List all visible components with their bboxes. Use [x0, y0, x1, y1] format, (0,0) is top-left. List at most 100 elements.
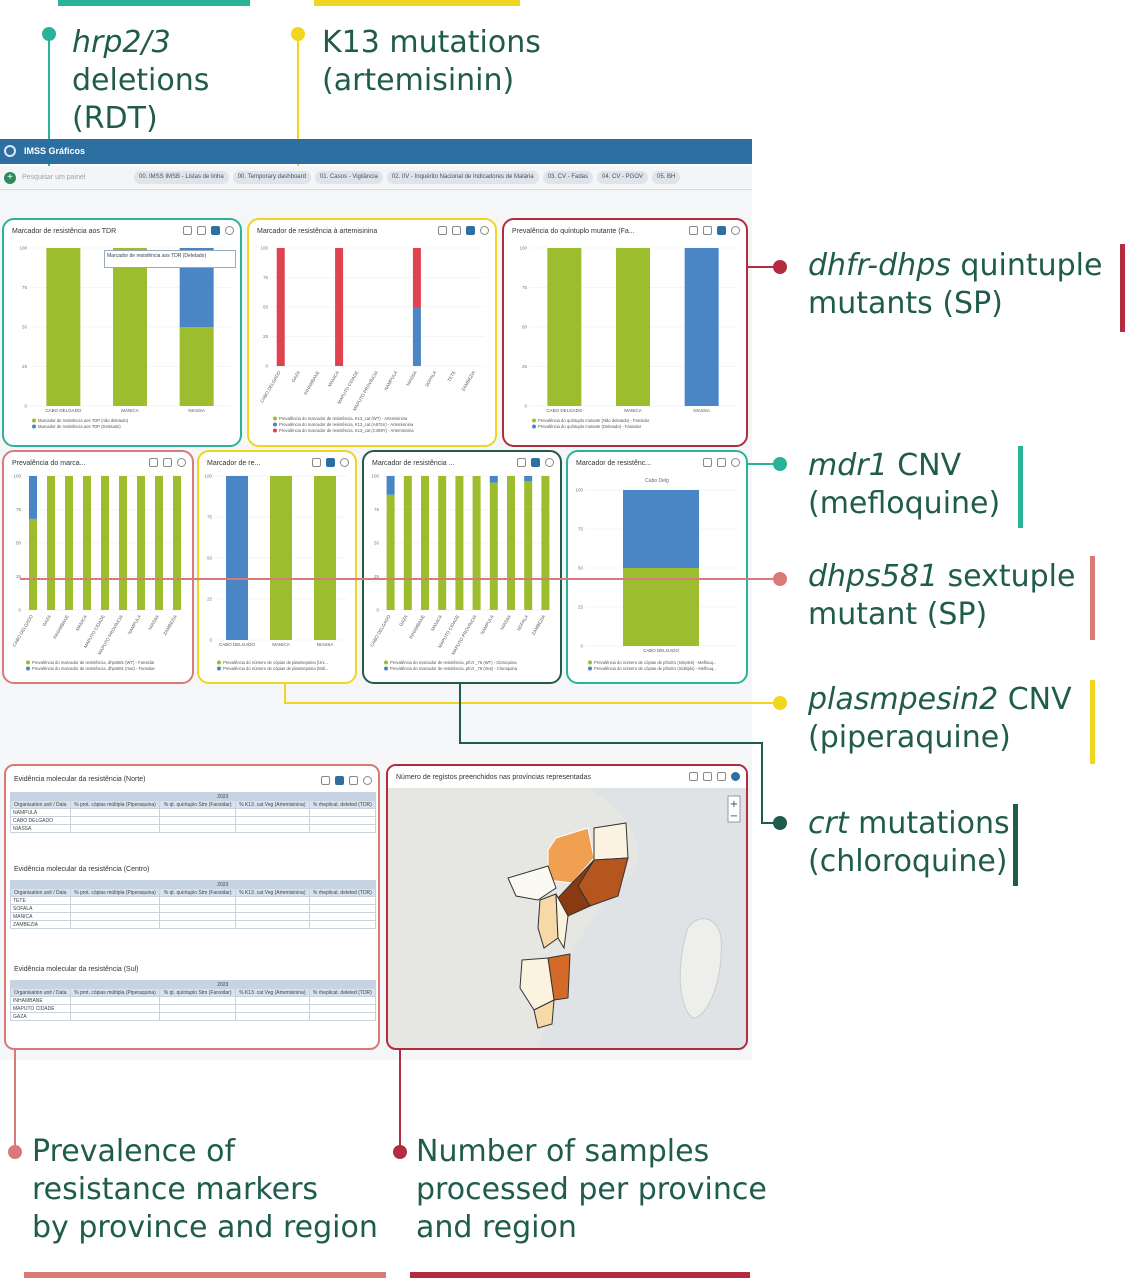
column-header[interactable]: % prot. cópias múltipla (Piperaquina)	[69, 800, 161, 809]
table-icon[interactable]	[452, 226, 461, 235]
cell	[308, 912, 377, 921]
dashboard-chip[interactable]: 05. BH	[652, 171, 681, 184]
comment-icon[interactable]	[517, 458, 526, 467]
x-tick-label: NIASSA	[693, 408, 710, 413]
y-tick-label: 75	[263, 275, 269, 280]
table-icon[interactable]	[717, 458, 726, 467]
x-tick-label: MAPUTO CIDADE	[336, 370, 359, 405]
column-header[interactable]: % qt. quíntuplo Stm (Fansidar)	[159, 888, 236, 897]
x-tick-label: GAZA	[41, 614, 51, 627]
map-ocean	[538, 788, 746, 1048]
column-header[interactable]: % qt. quíntuplo Stm (Fansidar)	[159, 988, 236, 997]
x-tick-label: CABO DELGADO	[643, 648, 680, 653]
dashboard-chip[interactable]: 04. CV - PGOV	[597, 171, 649, 184]
chart-icon[interactable]	[326, 458, 335, 467]
prevalence-callout-dot	[8, 1145, 22, 1159]
chart-icon[interactable]	[717, 772, 726, 781]
hrp2-connector	[48, 40, 50, 220]
panel-quintuplo: Prevalência do quíntuplo mutante (Fa... …	[502, 218, 748, 447]
map-icon[interactable]	[545, 458, 554, 467]
crt-connector-h	[459, 742, 763, 744]
column-header[interactable]: % rheplicat. deleted (TDR)	[308, 988, 377, 997]
map-icon[interactable]	[225, 226, 234, 235]
comment-icon[interactable]	[703, 458, 712, 467]
dhps581-callout: dhps581 sextuple mutant (SP)	[808, 558, 1075, 634]
cell	[308, 920, 377, 929]
crt-connector-v1	[459, 684, 461, 744]
dashboard-chip[interactable]: 01. Casos - Vigilância	[314, 171, 383, 184]
chart-icon[interactable]	[531, 458, 540, 467]
map-icon[interactable]	[363, 776, 372, 785]
y-tick-label: 50	[374, 541, 380, 546]
crt-target: (chloroquine)	[808, 844, 1008, 879]
dashboard-chip[interactable]: 02. IIV - Inquérito Nacional de Indicado…	[386, 171, 539, 184]
panel-title: Marcador de re...	[207, 460, 261, 467]
x-tick-label: NIASSA	[147, 614, 160, 631]
comment-icon[interactable]	[321, 776, 330, 785]
table-icon[interactable]	[163, 458, 172, 467]
map-icon[interactable]	[731, 772, 740, 781]
table-icon[interactable]	[197, 226, 206, 235]
dashboard-chip[interactable]: 03. CV - Fadas	[542, 171, 593, 184]
panel-map: Número de registos preenchidos nas proví…	[386, 764, 748, 1050]
comment-icon[interactable]	[689, 226, 698, 235]
samples-connector	[399, 1050, 401, 1152]
top-accent-bar-yellow	[314, 0, 520, 6]
legend-label: Prevalência do quíntuplo mutante (Não de…	[538, 418, 650, 423]
cell	[234, 904, 310, 913]
table-icon[interactable]	[703, 772, 712, 781]
column-header[interactable]: Organisation unit / Data	[10, 988, 71, 997]
legend-swatch	[273, 422, 277, 427]
column-header[interactable]: % K13. cat Veg (Artemisinina)	[234, 800, 310, 809]
bar	[270, 476, 292, 640]
map-icon[interactable]	[731, 226, 740, 235]
y-tick-label: 100	[519, 246, 527, 251]
chart-icon[interactable]	[211, 226, 220, 235]
chart-icon[interactable]	[717, 226, 726, 235]
samples-bottom-bar	[410, 1272, 750, 1278]
comment-icon[interactable]	[312, 458, 321, 467]
map-icon[interactable]	[177, 458, 186, 467]
zoom-out-icon[interactable]: −	[730, 811, 738, 822]
bar	[173, 476, 181, 610]
legend-swatch	[273, 428, 277, 433]
map-icon[interactable]	[731, 458, 740, 467]
map-icon[interactable]	[340, 458, 349, 467]
column-header[interactable]: % qt. quíntuplo Stm (Fansidar)	[159, 800, 236, 809]
cell	[69, 808, 161, 817]
column-header[interactable]: % K13. cat Veg (Artemisinina)	[234, 988, 310, 997]
comment-icon[interactable]	[438, 226, 447, 235]
add-dashboard-icon[interactable]: +	[4, 172, 16, 184]
zoom-controls[interactable]	[727, 795, 741, 823]
column-header[interactable]: Organisation unit / Data	[10, 800, 71, 809]
map-icon[interactable]	[480, 226, 489, 235]
dashboard-search[interactable]: Pesquisar um painel	[22, 174, 86, 181]
dashboard-chip[interactable]: 00. Temporary dashboard	[232, 171, 311, 184]
comment-icon[interactable]	[149, 458, 158, 467]
column-header[interactable]: % prot. cópias múltipla (Piperaquina)	[69, 888, 161, 897]
column-header[interactable]: Organisation unit / Data	[10, 888, 71, 897]
table-icon[interactable]	[703, 226, 712, 235]
x-tick-label: ZAMBEZIA	[461, 370, 477, 392]
table-icon[interactable]	[335, 776, 344, 785]
comment-icon[interactable]	[689, 772, 698, 781]
app-logo-icon[interactable]	[4, 145, 16, 157]
column-header[interactable]: % rheplicat. deleted (TDR)	[308, 800, 377, 809]
mdr1-gene: mdr1	[808, 448, 888, 483]
chart-icon[interactable]	[466, 226, 475, 235]
zoom-in-icon[interactable]: +	[730, 799, 738, 810]
samples-line3: and region	[416, 1210, 577, 1245]
cell	[234, 1004, 310, 1013]
year-row: 2023	[10, 792, 377, 801]
column-header[interactable]: % K13. cat Veg (Artemisinina)	[234, 888, 310, 897]
comment-icon[interactable]	[183, 226, 192, 235]
samples-callout: Number of samples processed per province…	[416, 1133, 767, 1247]
year-row: 2023	[10, 980, 377, 989]
column-header[interactable]: % prot. cópias múltipla (Piperaquina)	[69, 988, 161, 997]
dashboard-chip[interactable]: 00. IMSS IMSB - Listas de linha	[134, 171, 229, 184]
column-header[interactable]: % rheplicat. deleted (TDR)	[308, 888, 377, 897]
chart-icon[interactable]	[349, 776, 358, 785]
top-accent-bar-teal	[58, 0, 250, 6]
region-manica	[537, 893, 559, 949]
